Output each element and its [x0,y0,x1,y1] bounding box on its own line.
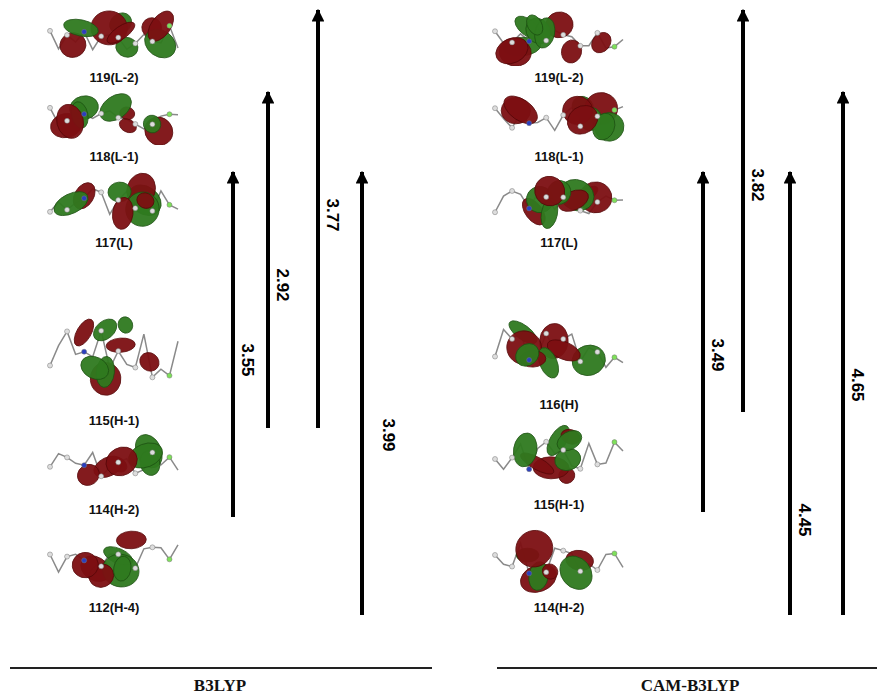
orbital-picture [40,300,188,409]
orbital-panel: 119(L-2) [485,10,633,85]
transition-arrow [266,92,270,428]
energy-label: 3.77 [322,198,342,231]
orbital-picture [40,92,188,145]
method-title: CAM-B3LYP [641,676,740,696]
orbital-panel: 118(L-1) [485,92,633,164]
orbital-panel: 114(H-2) [485,520,633,615]
energy-label: 3.55 [237,343,257,376]
transition-arrow [231,172,235,517]
orbital-picture [40,172,188,231]
orbital-picture [485,172,633,231]
orbital-panel: 115(H-1) [40,300,188,428]
orbital-label: 117(L) [485,235,633,250]
orbital-panel: 118(L-1) [40,92,188,164]
method-title: B3LYP [194,676,246,696]
orbital-label: 119(L-2) [40,70,188,85]
panel-rule [497,667,877,669]
orbital-label: 118(L-1) [485,149,633,164]
orbital-panel: 117(L) [485,172,633,250]
energy-label: 3.99 [378,418,398,451]
transition-arrow [788,172,792,615]
orbital-picture [40,10,188,66]
orbital-panel: 116(H) [485,300,633,412]
transition-arrow [741,10,745,412]
orbital-label: 112(H-4) [40,600,188,615]
orbital-picture [485,520,633,596]
orbital-panel: 119(L-2) [40,10,188,85]
energy-label: 3.82 [747,168,767,201]
orbital-label: 114(H-2) [40,502,188,517]
energy-label: 4.45 [794,503,814,536]
energy-label: 2.92 [272,268,292,301]
orbital-label: 117(L) [40,235,188,250]
transition-arrow [360,172,364,615]
transition-arrow [701,172,705,512]
panel-rule [10,667,432,669]
energy-label: 3.49 [707,338,727,371]
transition-arrow [841,92,845,615]
energy-label: 4.65 [847,368,867,401]
orbital-picture [485,10,633,66]
orbital-picture [40,432,188,498]
orbital-picture [485,300,633,393]
orbital-label: 119(L-2) [485,70,633,85]
orbital-picture [485,420,633,493]
orbital-label: 115(H-1) [40,413,188,428]
orbital-picture [40,520,188,596]
transition-arrow [316,10,320,428]
orbital-panel: 112(H-4) [40,520,188,615]
orbital-label: 118(L-1) [40,149,188,164]
orbital-label: 115(H-1) [485,497,633,512]
orbital-picture [485,92,633,145]
orbital-panel: 115(H-1) [485,420,633,512]
orbital-panel: 117(L) [40,172,188,250]
orbital-label: 114(H-2) [485,600,633,615]
orbital-label: 116(H) [485,397,633,412]
orbital-panel: 114(H-2) [40,432,188,517]
